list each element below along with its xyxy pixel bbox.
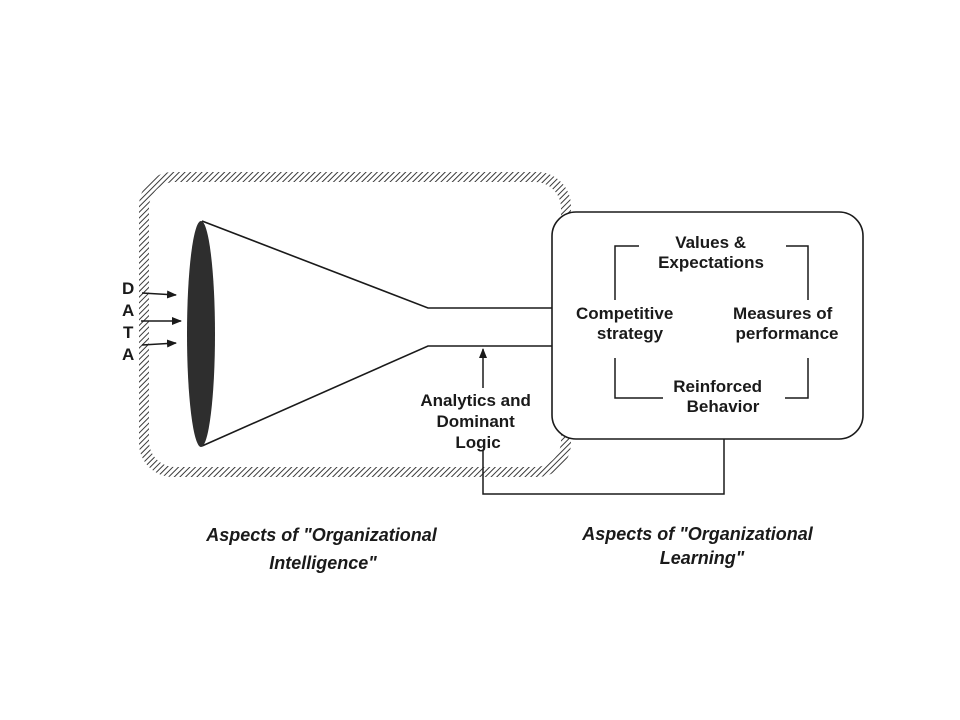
- learning-box: [551, 211, 864, 440]
- cycle-left-line-2: strategy: [597, 324, 664, 343]
- data-letter-d: D: [122, 279, 134, 298]
- cycle-bottom-line-2: Behavior: [687, 397, 760, 416]
- caption-organizational-intelligence: Aspects of "Organizational Intelligence": [205, 525, 442, 573]
- cycle-top-line-1: Values &: [675, 233, 746, 252]
- analytics-label-line-2: Dominant: [436, 412, 515, 431]
- intelligence-box: [139, 172, 571, 477]
- cycle-label-competitive-strategy: Competitive strategy: [576, 304, 678, 343]
- intelligence-box-inner: [149, 182, 561, 467]
- cycle-frame-top-right: [786, 245, 809, 300]
- cycle-label-measures-of-performance: Measures of performance: [733, 304, 838, 343]
- analytics-label-line-3: Logic: [455, 433, 500, 452]
- cycle-top-line-2: Expectations: [658, 253, 764, 272]
- data-letter-a2: A: [122, 345, 134, 364]
- caption-intelligence-line-2: Intelligence": [269, 553, 377, 573]
- caption-learning-line-2: Learning": [660, 548, 745, 568]
- funnel-mouth-disc: [187, 221, 215, 447]
- funnel-lower-edge: [201, 345, 552, 447]
- funnel: [187, 220, 552, 447]
- data-arrow-3: [141, 339, 177, 348]
- cycle-right-line-1: Measures of: [733, 304, 833, 323]
- data-letter-t: T: [123, 323, 134, 342]
- analytics-label: Analytics and Dominant Logic: [420, 391, 535, 452]
- learning-cycle-frame: [614, 245, 809, 399]
- data-arrow-1: [141, 290, 177, 299]
- feedback-loop-line: [482, 439, 725, 495]
- cycle-bottom-line-1: Reinforced: [673, 377, 762, 396]
- funnel-upper-edge: [201, 220, 552, 309]
- cycle-frame-bottom-left: [614, 358, 663, 399]
- analytics-label-line-1: Analytics and: [420, 391, 531, 410]
- caption-learning-line-1: Aspects of "Organizational: [581, 524, 814, 544]
- data-letter-a1: A: [122, 301, 134, 320]
- cycle-frame-top-left: [614, 245, 639, 300]
- cycle-left-line-1: Competitive: [576, 304, 673, 323]
- caption-intelligence-line-1: Aspects of "Organizational: [205, 525, 438, 545]
- cycle-label-values-expectations: Values & Expectations: [658, 233, 764, 272]
- cycle-label-reinforced-behavior: Reinforced Behavior: [673, 377, 767, 416]
- data-input: D A T A: [122, 279, 182, 364]
- cycle-right-line-2: performance: [736, 324, 839, 343]
- cycle-frame-bottom-right: [785, 358, 809, 399]
- caption-organizational-learning: Aspects of "Organizational Learning": [581, 524, 818, 568]
